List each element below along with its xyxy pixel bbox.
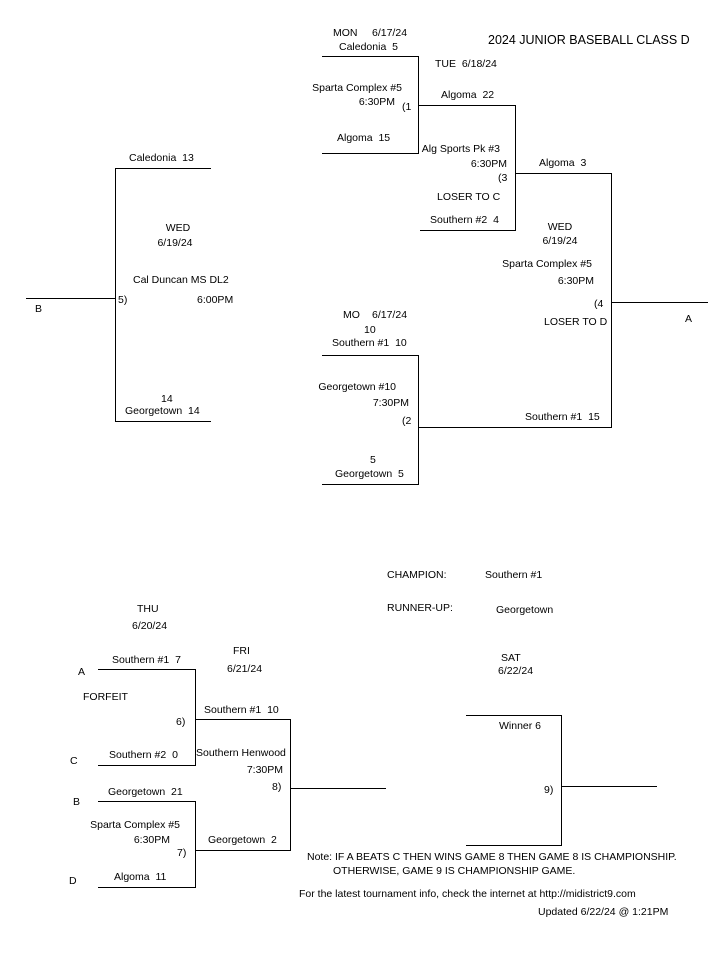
- game7-time: 6:30PM: [133, 834, 170, 846]
- game7-number: 7): [177, 847, 187, 859]
- game1-number: (1: [402, 101, 412, 113]
- game6-number: 6): [176, 716, 186, 728]
- game2-site: Georgetown #10: [318, 381, 396, 393]
- game1-site: Sparta Complex #5: [312, 82, 402, 94]
- game4-team1: Algoma 3: [539, 157, 587, 169]
- game6-team2: Southern #2 0: [109, 749, 178, 761]
- game6-slot1: A: [78, 666, 86, 678]
- game1-team2: Algoma 15: [337, 132, 391, 144]
- game8-bracket: [290, 719, 386, 851]
- game1-time: 6:30PM: [358, 96, 395, 108]
- game8-site: Southern Henwood: [196, 747, 286, 759]
- game3-time: 6:30PM: [470, 158, 507, 170]
- game4-loser-note: LOSER TO D: [544, 316, 608, 328]
- game3-site: Alg Sports Pk #3: [421, 143, 500, 155]
- game8-team1: Southern #1 10: [204, 704, 279, 716]
- game3-loser-note: LOSER TO C: [437, 191, 501, 203]
- game3-number: (3: [498, 172, 508, 184]
- game3-team2: Southern #2 4: [430, 214, 499, 226]
- game1-day: MON: [333, 27, 358, 39]
- game7-team1: Georgetown 21: [108, 786, 183, 798]
- game1-team1: Caledonia 5: [339, 41, 398, 53]
- game4-team2: Southern #1 15: [525, 411, 600, 423]
- game5-number: 5): [118, 294, 128, 306]
- game5-loser-slot: B: [35, 303, 43, 315]
- game2-day: MO: [343, 309, 360, 321]
- game8-team2: Georgetown 2: [208, 834, 277, 846]
- game4-day: WED: [547, 221, 573, 233]
- game7-site: Sparta Complex #5: [90, 819, 180, 831]
- game8-number: 8): [272, 781, 282, 793]
- game4-time: 6:30PM: [557, 275, 594, 287]
- game9-bracket: [466, 715, 657, 846]
- page-title: 2024 JUNIOR BASEBALL CLASS D: [488, 33, 690, 47]
- game5-site: Cal Duncan MS DL2: [133, 274, 229, 286]
- game7-team2: Algoma 11: [114, 871, 167, 883]
- game6-slot2: C: [70, 755, 78, 767]
- game7-slot2: D: [69, 875, 77, 887]
- game6-note: FORFEIT: [83, 691, 128, 703]
- game1-bracket: [322, 56, 515, 154]
- game2-time: 7:30PM: [372, 397, 409, 409]
- game9-number: 9): [544, 784, 554, 796]
- footer-info: For the latest tournament info, check th…: [299, 888, 636, 900]
- game1-date: 6/17/24: [372, 27, 408, 39]
- footer-updated: Updated 6/22/24 @ 1:21PM: [538, 906, 669, 918]
- runnerup-label: RUNNER-UP:: [387, 602, 453, 614]
- game3-day-date: TUE 6/18/24: [435, 58, 497, 70]
- game5-time: 6:00PM: [197, 294, 234, 306]
- game2-score2-above: 5: [370, 454, 376, 466]
- game4-winner-slot: A: [685, 313, 693, 325]
- game6-day: THU: [137, 603, 159, 615]
- game6-bracket: [98, 669, 291, 766]
- game9-day: SAT: [501, 652, 521, 664]
- game7-bracket: [98, 801, 291, 888]
- game2-bracket: [322, 355, 611, 485]
- game2-date: 6/17/24: [372, 309, 408, 321]
- champion-label: CHAMPION:: [387, 569, 447, 581]
- game6-date: 6/20/24: [132, 620, 168, 632]
- footer-note-line1: Note: IF A BEATS C THEN WINS GAME 8 THEN…: [307, 851, 677, 863]
- game9-team1: Winner 6: [499, 720, 542, 732]
- game2-number: (2: [402, 415, 412, 427]
- game6-team1: Southern #1 7: [112, 654, 181, 666]
- game8-day: FRI: [233, 645, 250, 657]
- game2-team1: Southern #1 10: [332, 337, 407, 349]
- game2-score1-above: 10: [364, 324, 376, 336]
- game7-slot1: B: [73, 796, 81, 808]
- footer-note-line2: OTHERWISE, GAME 9 IS CHAMPIONSHIP GAME.: [333, 865, 576, 877]
- game3-team1: Algoma 22: [441, 89, 495, 101]
- game4-site: Sparta Complex #5: [502, 258, 592, 270]
- game4-date: 6/19/24: [542, 235, 578, 247]
- game2-team2: Georgetown 5: [335, 468, 404, 480]
- game8-time: 7:30PM: [246, 764, 283, 776]
- game5-team2: Georgetown 14: [125, 405, 200, 417]
- game5-date: 6/19/24: [157, 237, 193, 249]
- game8-date: 6/21/24: [227, 663, 263, 675]
- game5-score2-above: 14: [161, 393, 173, 405]
- runnerup-value: Georgetown: [496, 604, 554, 616]
- game4-number: (4: [594, 298, 604, 310]
- champion-value: Southern #1: [485, 569, 543, 581]
- game5-bracket: [26, 168, 211, 422]
- game3-bracket: [420, 105, 611, 231]
- game9-date: 6/22/24: [498, 665, 534, 677]
- game5-team1: Caledonia 13: [129, 152, 194, 164]
- game4-bracket: [611, 173, 708, 428]
- game5-day: WED: [165, 222, 191, 234]
